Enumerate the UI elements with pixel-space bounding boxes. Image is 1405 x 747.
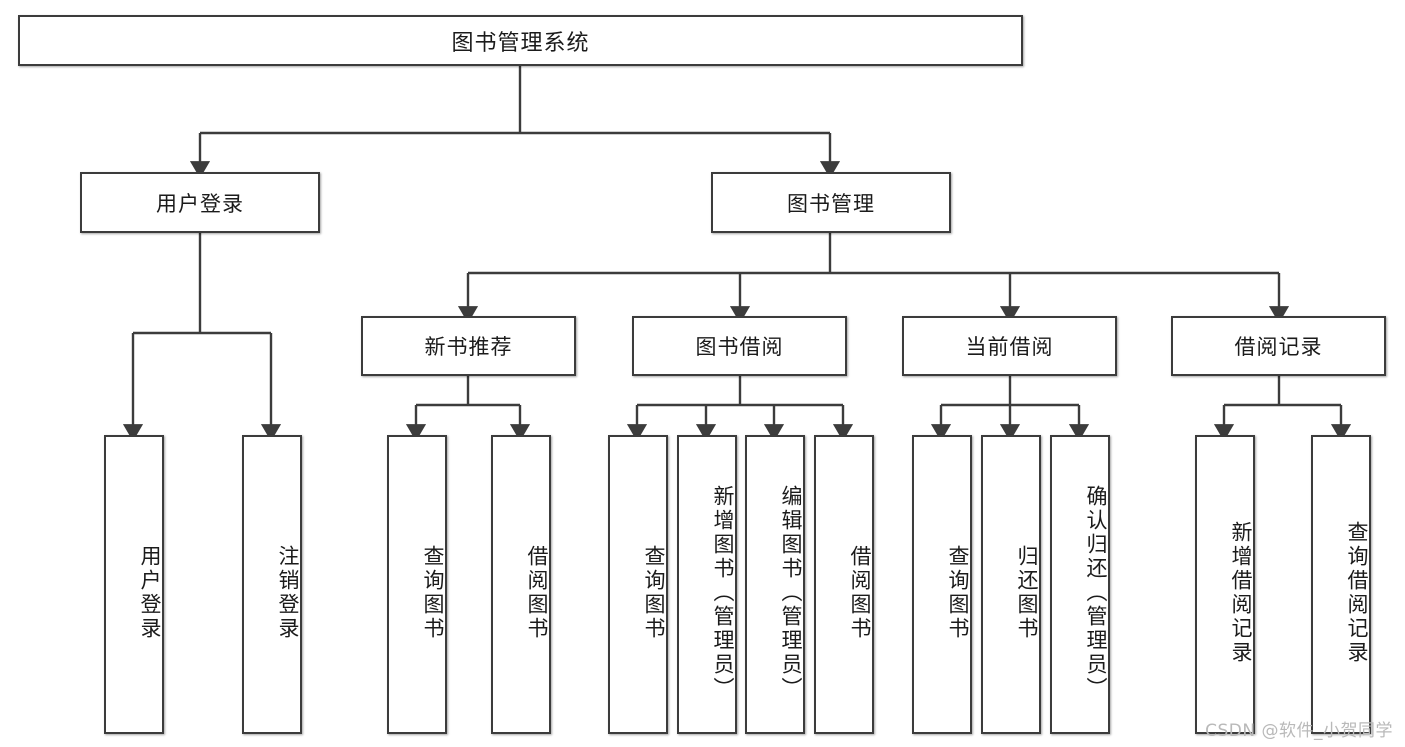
node-label: 新增图书（管理员） (711, 484, 735, 701)
node-label: 查询图书 (642, 544, 666, 641)
node-leaf-user-login[interactable]: 用户登录 (104, 435, 164, 734)
node-leaf-add-book[interactable]: 新增图书（管理员） (677, 435, 737, 734)
node-label: 新增借阅记录 (1229, 520, 1253, 665)
node-leaf-query-book-3[interactable]: 查询图书 (912, 435, 972, 734)
node-label: 查询图书 (421, 544, 445, 641)
node-new-book-rec[interactable]: 新书推荐 (361, 316, 576, 376)
node-label: 借阅图书 (525, 544, 549, 641)
node-current-borrow[interactable]: 当前借阅 (902, 316, 1117, 376)
node-leaf-return-book[interactable]: 归还图书 (981, 435, 1041, 734)
node-label: 查询借阅记录 (1345, 520, 1369, 665)
node-label: 查询图书 (946, 544, 970, 641)
node-leaf-query-book-2[interactable]: 查询图书 (608, 435, 668, 734)
node-user-login[interactable]: 用户登录 (80, 172, 320, 233)
node-label: 借阅记录 (1234, 335, 1323, 359)
node-leaf-query-book-1[interactable]: 查询图书 (387, 435, 447, 734)
node-book-manage[interactable]: 图书管理 (711, 172, 951, 233)
node-label: 确认归还（管理员） (1084, 484, 1108, 701)
node-label: 图书借阅 (695, 335, 784, 359)
node-label: 编辑图书（管理员） (779, 484, 803, 701)
node-label: 图书管理系统 (451, 30, 590, 56)
node-label: 归还图书 (1015, 544, 1039, 641)
node-leaf-borrow-book-1[interactable]: 借阅图书 (491, 435, 551, 734)
node-label: 图书管理 (787, 191, 875, 216)
node-label: 借阅图书 (848, 544, 872, 641)
node-leaf-edit-book[interactable]: 编辑图书（管理员） (745, 435, 805, 734)
node-leaf-borrow-book-2[interactable]: 借阅图书 (814, 435, 874, 734)
node-root-system[interactable]: 图书管理系统 (18, 15, 1023, 66)
node-book-borrow[interactable]: 图书借阅 (632, 316, 847, 376)
node-label: 用户登录 (138, 544, 162, 641)
node-leaf-logout[interactable]: 注销登录 (242, 435, 302, 734)
node-label: 用户登录 (156, 191, 244, 216)
node-label: 当前借阅 (965, 335, 1054, 359)
node-label: 新书推荐 (424, 335, 513, 359)
node-leaf-confirm-return[interactable]: 确认归还（管理员） (1050, 435, 1110, 734)
node-leaf-add-record[interactable]: 新增借阅记录 (1195, 435, 1255, 734)
node-leaf-query-record[interactable]: 查询借阅记录 (1311, 435, 1371, 734)
node-label: 注销登录 (276, 544, 300, 641)
node-borrow-record[interactable]: 借阅记录 (1171, 316, 1386, 376)
